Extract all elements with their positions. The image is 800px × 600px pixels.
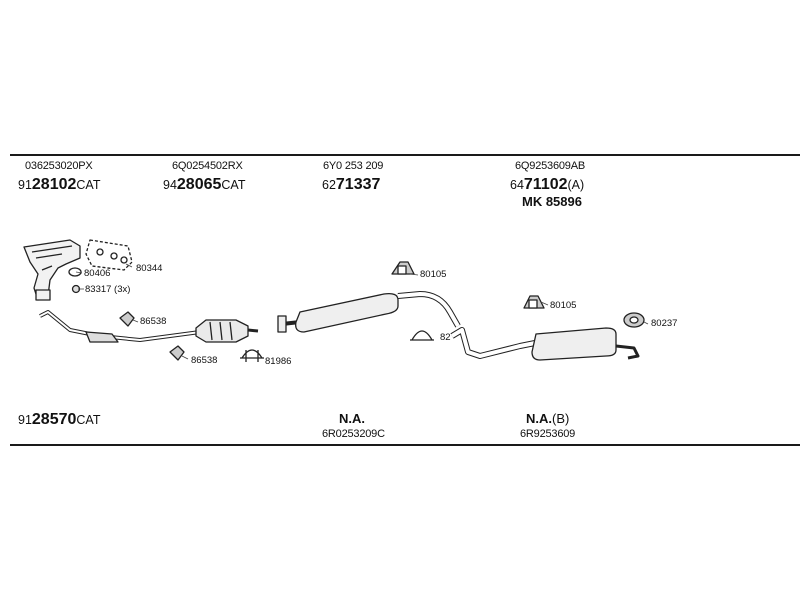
bottom-item-1-code: 6R0253209C: [322, 428, 385, 440]
bottom-item-2-code: 6R9253609: [520, 428, 576, 440]
part-label: 81986: [265, 356, 292, 367]
pipe-clamp-icon: [240, 349, 264, 362]
group-1-code: 036253020PX: [25, 160, 93, 172]
group-4-mk-number: MK 85896: [522, 194, 582, 209]
bottom-divider: [10, 444, 800, 446]
front-pipe-icon: [39, 310, 201, 343]
rubber-hanger-icon-2: [523, 295, 545, 309]
rubber-mount-icon: [623, 312, 645, 328]
rear-silencer-icon: [531, 327, 640, 361]
group-4-part-number: 6471102(A): [510, 176, 585, 193]
group-3-part-number: 6271337: [322, 176, 381, 193]
group-2-code: 6Q0254502RX: [172, 160, 243, 172]
bottom-item-2-title: N.A.(B): [526, 411, 570, 426]
part-label: 82: [440, 332, 451, 343]
group-1-part-number: 9128102CAT: [18, 176, 101, 193]
catalytic-converter-icon: [195, 319, 259, 343]
group-4-code: 6Q9253609AB: [515, 160, 585, 172]
rear-pipe-icon: [450, 327, 541, 359]
part-label: 86538: [140, 316, 167, 327]
part-label: 80105: [420, 269, 447, 280]
clamp-icon: [410, 330, 434, 341]
rubber-hanger-icon: [391, 261, 415, 275]
group-2-part-number: 9428065CAT: [163, 176, 246, 193]
top-divider: [10, 154, 800, 156]
exhaust-manifold-icon: [23, 239, 81, 301]
bottom-part-number: 9128570CAT: [18, 411, 101, 428]
part-label: 80344: [136, 263, 163, 274]
part-label: 80105: [550, 300, 577, 311]
group-3-code: 6Y0 253 209: [323, 160, 384, 172]
part-label: 83317 (3x): [85, 284, 131, 295]
part-label: 80406: [84, 268, 111, 279]
part-label: 86538: [191, 355, 218, 366]
flange-gasket-icon: [68, 267, 82, 277]
middle-silencer-icon: [277, 291, 461, 333]
part-label: 80237: [651, 318, 678, 329]
ring-gasket-icon: [119, 311, 185, 361]
manifold-gasket-icon: [85, 239, 133, 271]
bottom-item-1-title: N.A.: [339, 411, 365, 426]
